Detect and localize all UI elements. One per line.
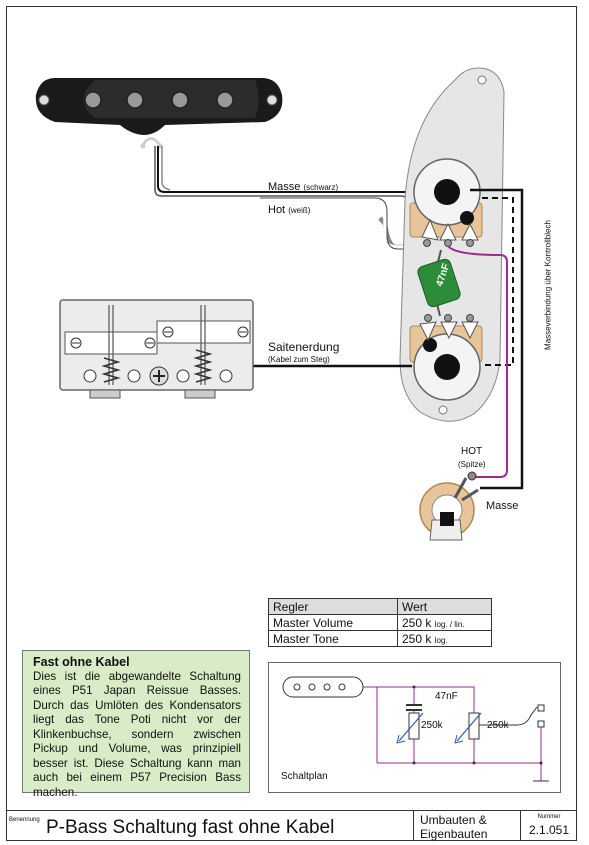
table-cell-value: 250 k log. / lin. [397, 614, 492, 631]
category-cell: Umbauten & Eigenbauten [413, 811, 520, 841]
label-hot-top: Hot (weiß) [268, 204, 311, 216]
info-title: Fast ohne Kabel [33, 655, 130, 669]
table-header-wert: Wert [397, 598, 492, 615]
schematic-drawing [282, 676, 549, 782]
table-header-regler: Regler [268, 598, 398, 615]
label-jack-masse: Masse [486, 500, 519, 512]
value-table: Regler Wert Master Volume 250 k log. / l… [268, 598, 492, 647]
output-jack [419, 471, 479, 541]
schematic-pot2-label: 250k [487, 720, 509, 731]
table-cell-name: Master Tone [268, 630, 398, 647]
label-masse-top: Masse (schwarz) [268, 181, 339, 193]
schematic-cap-label: 47nF [435, 691, 458, 702]
table-header-row: Regler Wert [268, 598, 492, 615]
page-title: P-Bass Schaltung fast ohne Kabel [46, 817, 335, 838]
benennung-label: Benennung [9, 817, 40, 823]
schematic-box: 47nF 250k 250k Schaltplan [268, 662, 561, 793]
schematic-pot1-label: 250k [421, 720, 443, 731]
bridge [59, 299, 254, 399]
table-row: Master Volume 250 k log. / lin. [268, 614, 492, 631]
table-row: Master Tone 250 k log. [268, 630, 492, 647]
table-cell-value: 250 k log. [397, 630, 492, 647]
label-jack-hot: HOT [461, 446, 483, 457]
info-box: Fast ohne Kabel Dies ist die abgewandelt… [22, 650, 250, 799]
schematic-title: Schaltplan [281, 771, 328, 782]
nummer-label: Nummer [537, 814, 561, 820]
page-frame [6, 6, 577, 841]
pickup [35, 78, 283, 149]
capacitor-47nf [417, 249, 461, 317]
label-saitenerdung-note: (Kabel zum Steg) [268, 355, 330, 364]
label-saitenerdung: Saitenerdung [268, 340, 340, 354]
nummer-value: 2.1.051 [528, 823, 570, 837]
label-jack-hot-note: (Spitze) [458, 460, 486, 469]
nummer-cell: Nummer 2.1.051 [520, 811, 577, 841]
control-plate [399, 67, 505, 422]
category-text: Umbauten & Eigenbauten [420, 813, 488, 841]
info-text: Dies ist die abgewandelte Schaltung eine… [33, 669, 241, 799]
table-cell-name: Master Volume [268, 614, 398, 631]
label-masseverbindung: Masseverbindung über Kontrollblech [543, 220, 553, 350]
title-block: Benennung P-Bass Schaltung fast ohne Kab… [6, 810, 577, 841]
